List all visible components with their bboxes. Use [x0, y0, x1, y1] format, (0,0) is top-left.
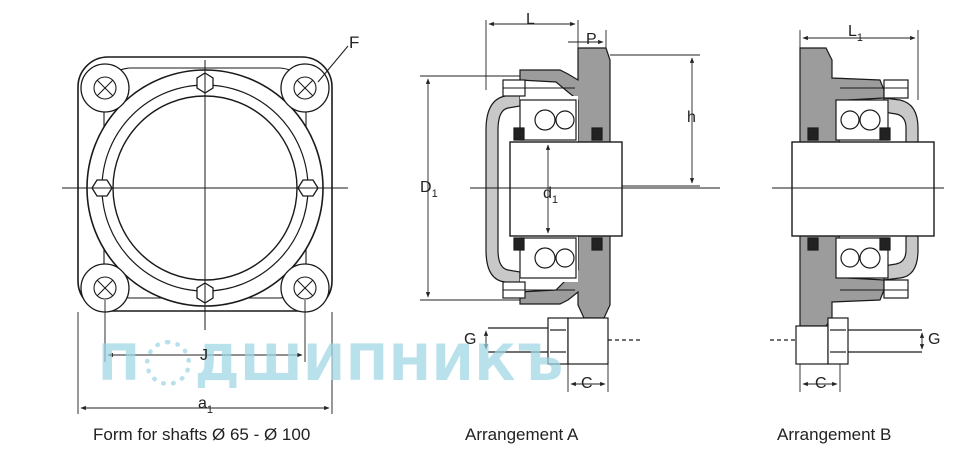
shaft-a: [509, 141, 623, 237]
watermark-letter-p: П: [98, 334, 141, 392]
label-f: F: [349, 33, 360, 52]
caption-left: Form for shafts Ø 65 - Ø 100: [93, 425, 311, 444]
label-l: L: [526, 11, 535, 28]
shaft-b: [791, 141, 935, 237]
housing-flange-a: [519, 47, 611, 319]
label-a1-sub: 1: [206, 404, 214, 416]
front-dimensions: [80, 352, 330, 411]
label-h: h: [687, 109, 696, 126]
arrangement-a-section: [470, 47, 720, 365]
caption-middle: Arrangement A: [465, 425, 579, 444]
bolt-hole-icon: [93, 76, 117, 100]
arrangement-a-dimensions: [420, 20, 700, 392]
label-d1-lower-base: d: [543, 185, 552, 202]
label-j: J: [200, 347, 208, 364]
label-l1: L1: [848, 23, 863, 44]
bolt-hole-icon: [293, 276, 317, 300]
label-g-b: G: [928, 331, 941, 348]
label-d1-upper-base: D: [420, 179, 432, 196]
arrangement-b-dimensions: [799, 30, 925, 392]
label-l1-base: L: [848, 23, 857, 40]
label-a1-base: a: [198, 395, 207, 412]
label-p: P: [586, 31, 597, 48]
caption-right: Arrangement B: [777, 425, 892, 444]
watermark-text: П ДШИПНИКЪ: [98, 334, 564, 392]
label-l1-sub: 1: [856, 32, 864, 44]
label-c-b: C: [815, 375, 827, 392]
f-leader: [317, 45, 349, 83]
front-view: [62, 45, 349, 414]
label-d1-lower-sub: 1: [551, 194, 559, 206]
arrangement-b-section: [770, 47, 944, 365]
label-g-a: G: [464, 331, 477, 348]
label-d1-upper-sub: 1: [431, 188, 438, 200]
bolt-hole-icon: [293, 76, 317, 100]
bolt-hole-icon: [93, 276, 117, 300]
watermark-bearing-icon: [144, 340, 191, 386]
label-a1: a1: [198, 395, 213, 416]
label-d1-lower: d1: [543, 185, 558, 206]
label-d1-upper: D1: [420, 179, 438, 200]
label-c-a: C: [581, 375, 593, 392]
watermark-letters-rest: ДШИПНИКЪ: [194, 334, 565, 392]
